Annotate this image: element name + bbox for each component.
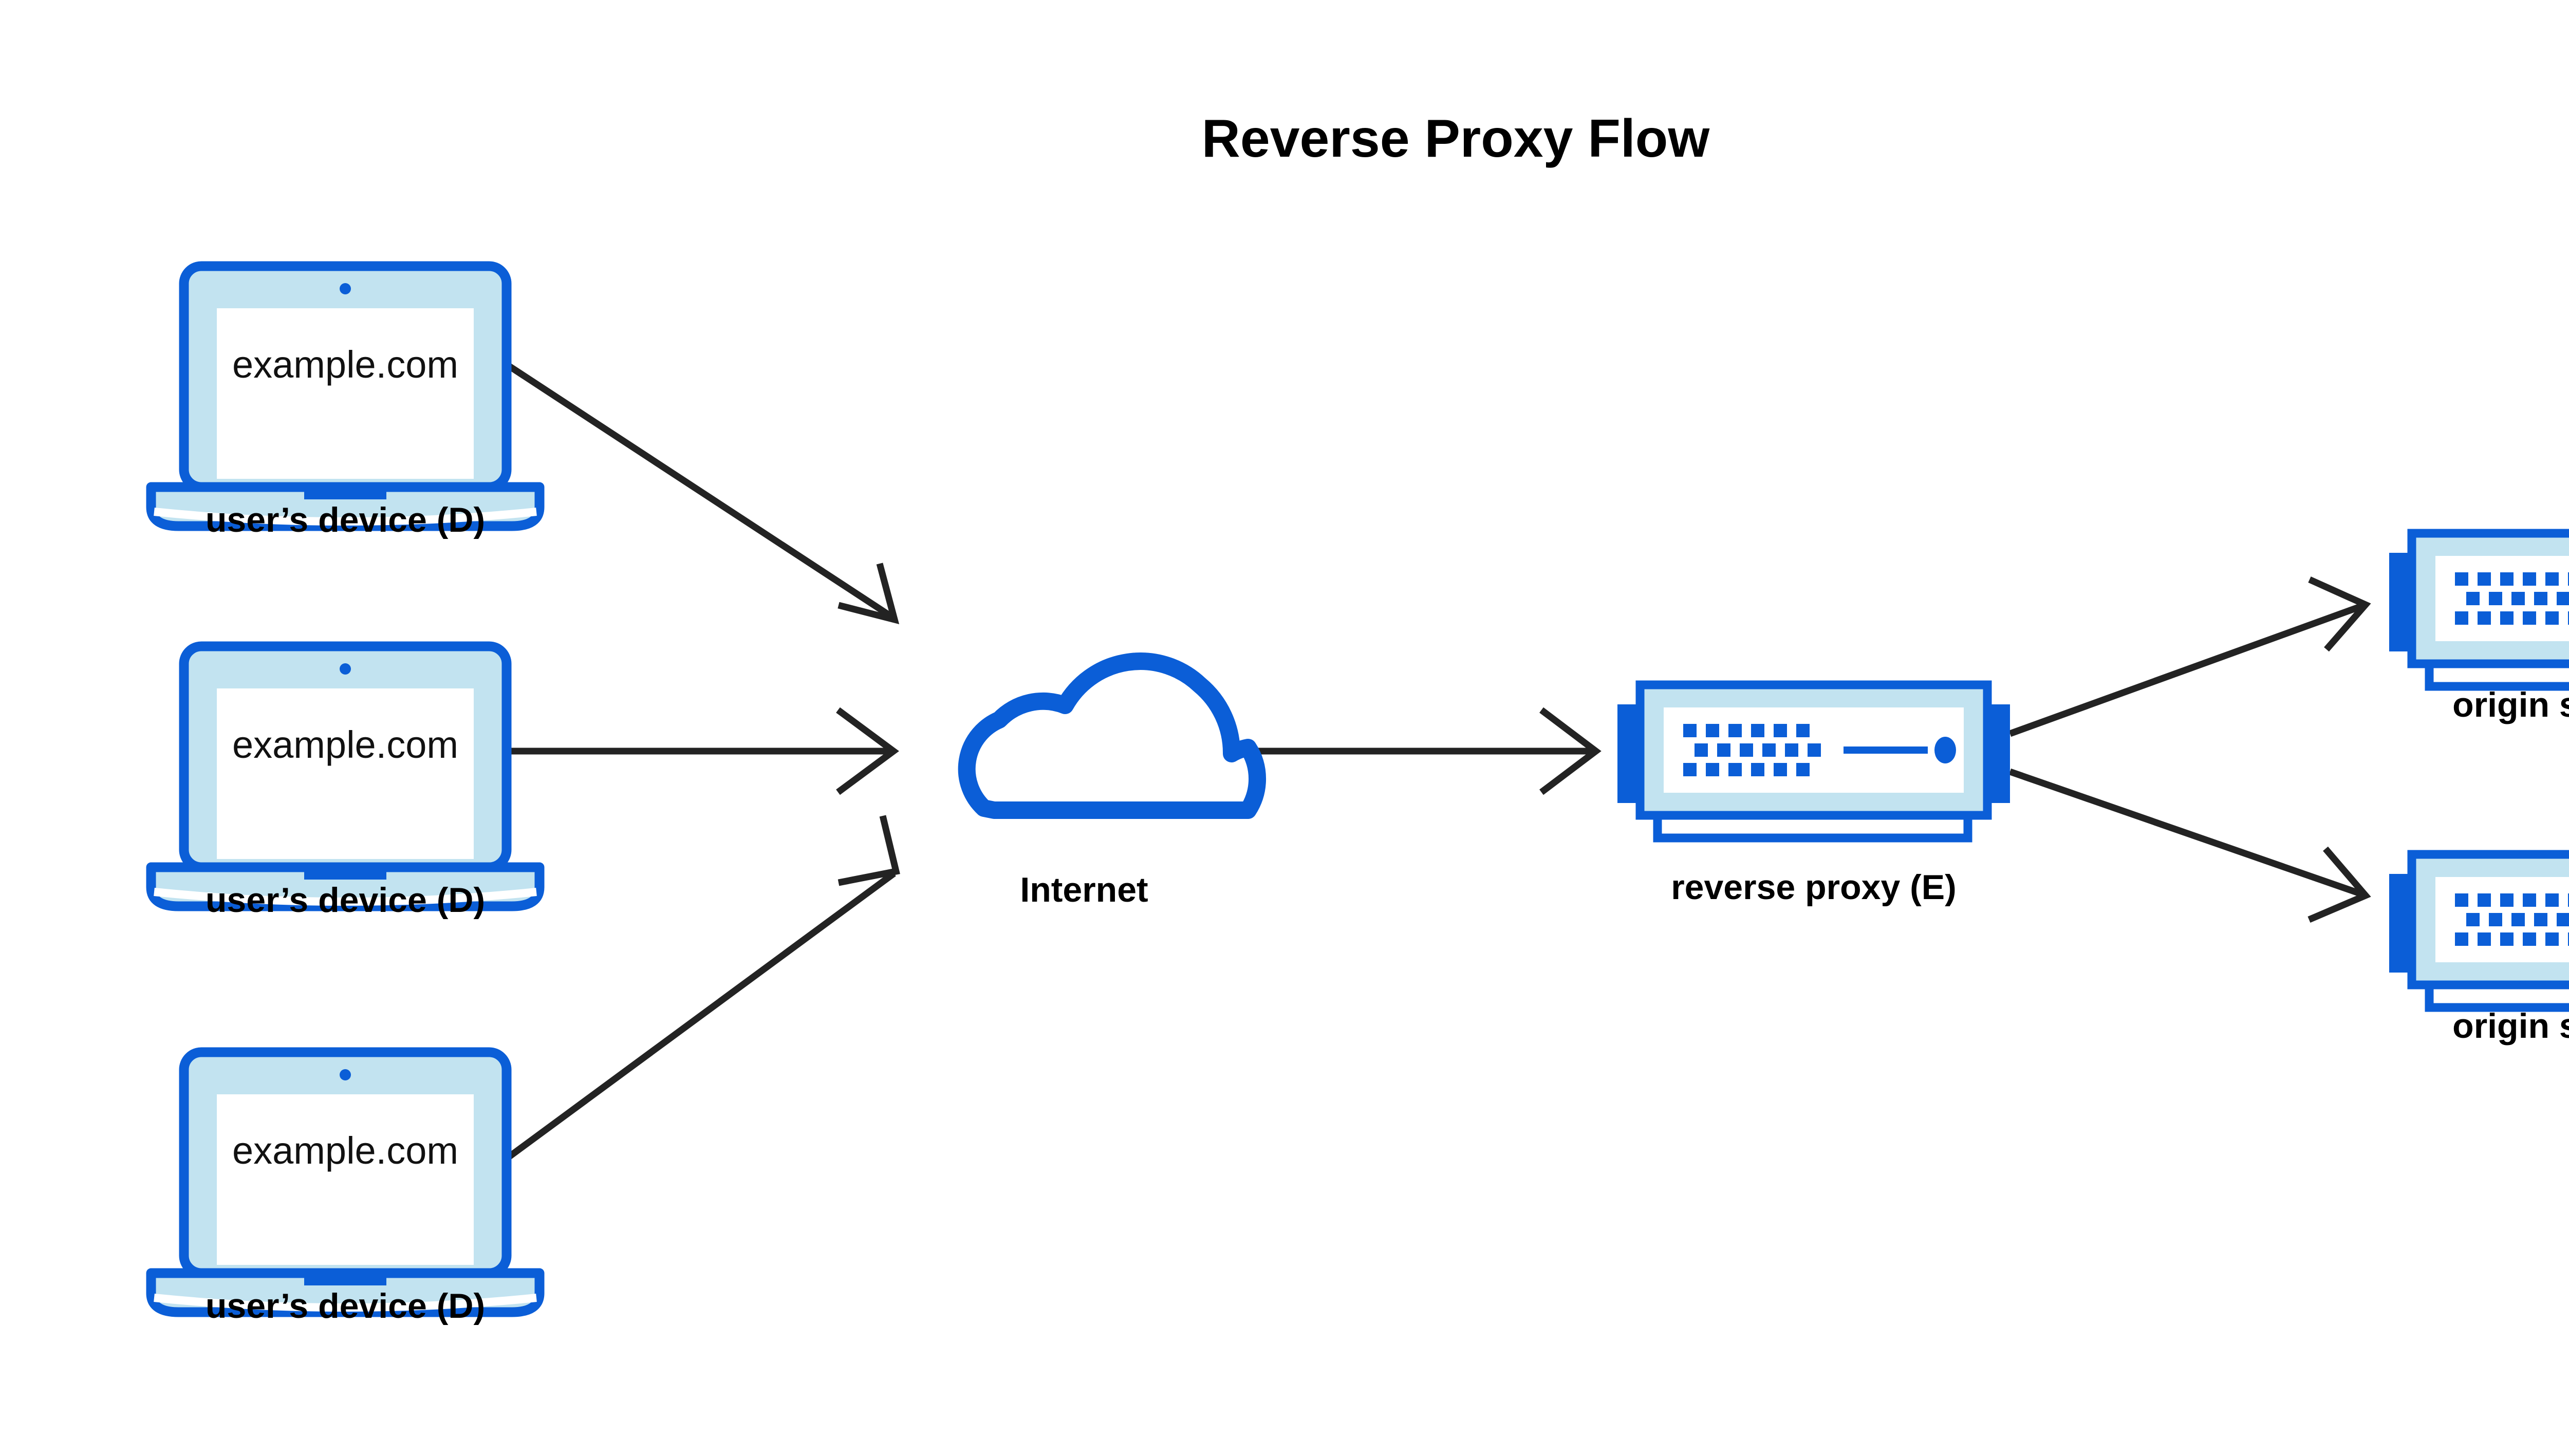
server-icon (2389, 854, 2569, 1007)
device-screen-text: example.com (232, 723, 458, 766)
server-icon (2389, 533, 2569, 686)
connector-proxy-to-origin2 (2008, 768, 2371, 923)
connector-device3-to-internet (502, 815, 900, 1163)
connector-device2-to-internet (501, 707, 899, 795)
node-users-device-3[interactable]: example.com user’s device (D) (151, 1052, 539, 1326)
connectors-layer (501, 363, 2371, 1163)
laptop-icon (151, 1052, 539, 1312)
node-users-device-1[interactable]: example.com user’s device (D) (151, 266, 539, 539)
reverse-proxy-label: reverse proxy (E) (1671, 868, 1957, 907)
device-label: user’s device (D) (206, 500, 485, 539)
internet-label: Internet (1020, 870, 1148, 909)
laptop-icon (151, 266, 539, 526)
device-screen-text: example.com (232, 1129, 458, 1172)
laptop-icon (151, 646, 539, 906)
device-label: user’s device (D) (206, 1286, 485, 1326)
node-internet[interactable]: Internet (967, 661, 1257, 909)
origin-server-label: origin server (F) (2452, 685, 2569, 724)
connector-proxy-to-origin1 (2008, 576, 2371, 737)
cloud-icon (967, 661, 1257, 810)
device-label: user’s device (D) (206, 881, 485, 920)
node-users-device-2[interactable]: example.com user’s device (D) (151, 646, 539, 920)
node-origin-server-1[interactable]: origin server (F) (2389, 533, 2569, 724)
connector-internet-to-proxy (1232, 707, 1602, 795)
node-origin-server-2[interactable]: origin server (F) (2389, 854, 2569, 1046)
page-title: Reverse Proxy Flow (1202, 109, 1710, 169)
origin-server-label: origin server (F) (2452, 1006, 2569, 1046)
connector-device1-to-internet (507, 363, 900, 625)
server-icon (1617, 685, 2010, 838)
device-screen-text: example.com (232, 343, 458, 386)
node-reverse-proxy[interactable]: reverse proxy (E) (1617, 685, 2010, 907)
